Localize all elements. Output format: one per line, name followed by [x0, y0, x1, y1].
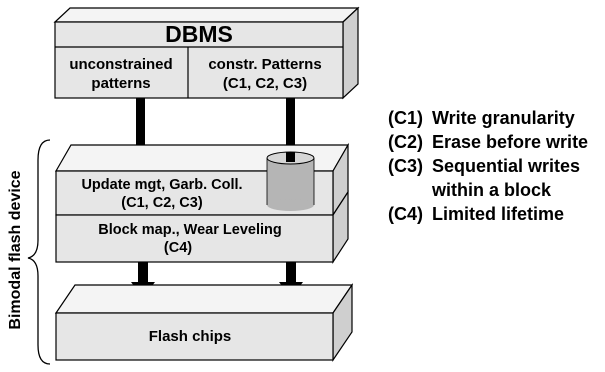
constrained-patterns-line2: (C1, C2, C3) [223, 75, 307, 92]
legend-text: Erase before write [432, 132, 589, 152]
block-map-line2: (C4) [164, 240, 192, 256]
dbms-box: DBMS unconstrained patterns constr. Patt… [53, 6, 360, 100]
constrained-patterns-line1: constr. Patterns [208, 56, 321, 73]
dbms-title: DBMS [165, 21, 233, 47]
legend-item-c3: (C3) Sequential writes [388, 154, 588, 178]
legend-item-c1: (C1) Write granularity [388, 106, 588, 130]
update-mgt-line1: Update mgt, Garb. Coll. [81, 177, 242, 193]
unconstrained-patterns-line2: patterns [91, 75, 150, 92]
flash-chips-label: Flash chips [149, 328, 232, 345]
legend-code: (C2) [388, 132, 423, 152]
legend-code: (C1) [388, 108, 423, 128]
legend-code: (C3) [388, 156, 423, 176]
left-connector [136, 98, 145, 159]
device-brace [27, 139, 51, 365]
block-map-line1: Block map., Wear Leveling [98, 222, 281, 238]
legend-item-c2: (C2) Erase before write [388, 130, 588, 154]
flash-chips-box: Flash chips [54, 283, 354, 362]
update-mgt-line2: (C1, C2, C3) [121, 195, 203, 211]
legend-item-c4: (C4) Limited lifetime [388, 202, 588, 226]
buffer-cylinder-icon [266, 151, 315, 211]
legend-text: Write granularity [432, 108, 575, 128]
bimodal-flash-device-label: Bimodal flash device [7, 170, 24, 329]
legend-code: (C4) [388, 204, 423, 224]
right-connector [286, 98, 295, 158]
legend-text: Limited lifetime [432, 204, 565, 224]
legend-text: Sequential writes [432, 156, 581, 176]
block-map-layer: Block map., Wear Leveling (C4) [55, 189, 349, 265]
legend-item-c3-continuation: within a block [432, 180, 552, 200]
unconstrained-patterns-line1: unconstrained [69, 56, 172, 73]
constraints-legend: (C1) Write granularity (C2) Erase before w… [388, 106, 588, 226]
